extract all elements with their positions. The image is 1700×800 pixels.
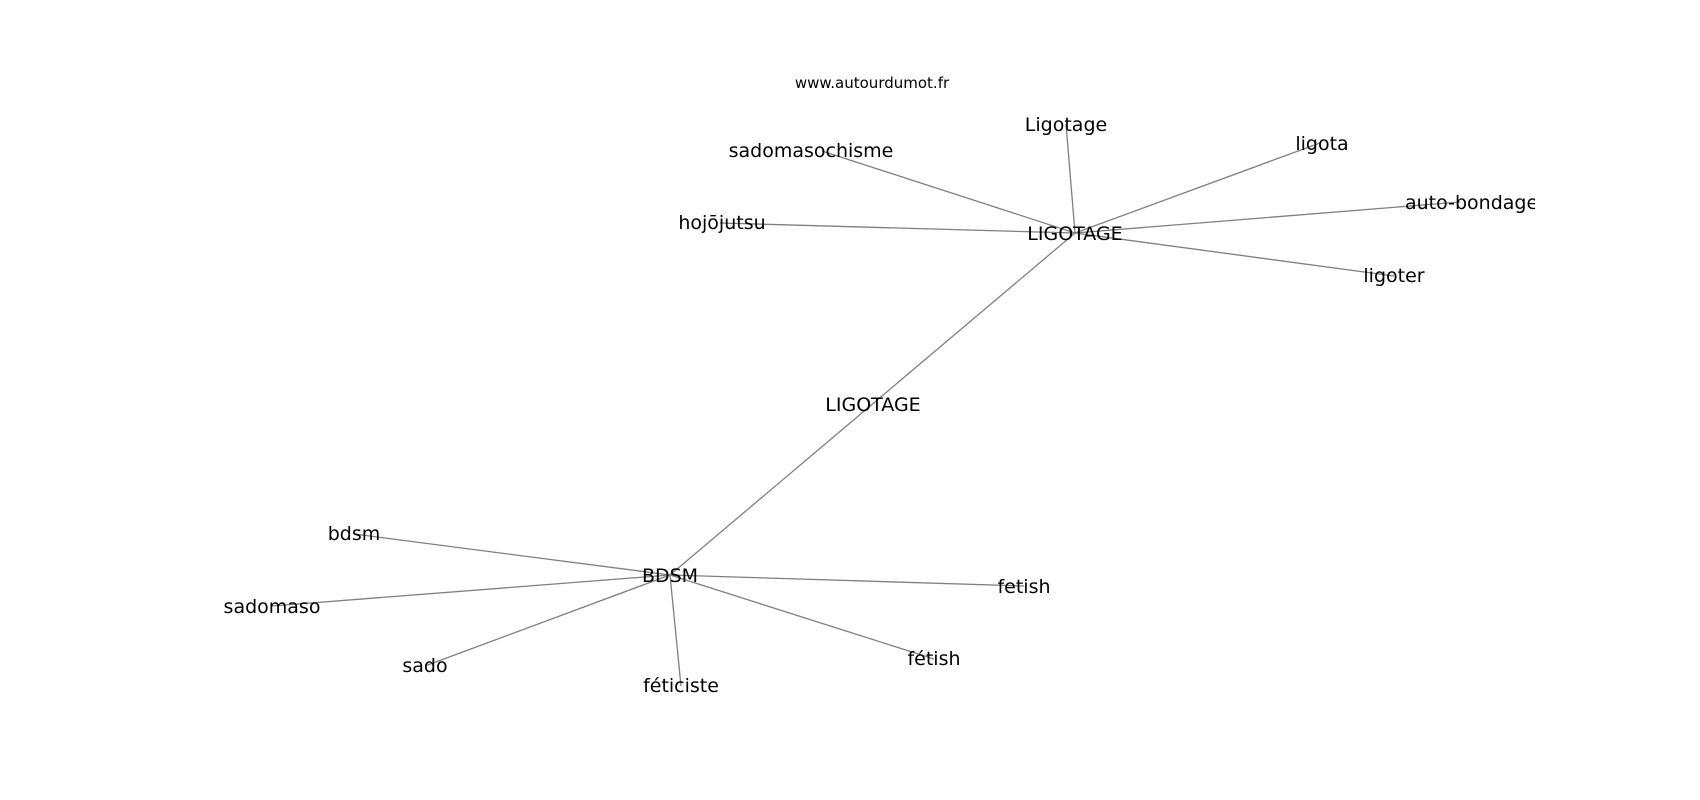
edge-bdsm-fetish-accent bbox=[669, 574, 935, 660]
edge-ligotage-sadomasochisme bbox=[821, 150, 1076, 234]
edge-bdsm-fetish bbox=[669, 574, 1025, 587]
edge-ligotage-ligotage-leaf bbox=[1065, 123, 1076, 234]
leaf-label: féticiste bbox=[643, 675, 719, 697]
leaf-label: auto-bondage bbox=[1405, 192, 1538, 214]
edge-ligotage-ligota bbox=[1074, 142, 1321, 234]
edge-hub-to-hub bbox=[669, 232, 1076, 576]
leaf-label: bdsm bbox=[328, 523, 381, 545]
edge-bdsm-sado bbox=[424, 574, 671, 667]
leaf-label: fétish bbox=[907, 648, 960, 670]
edge-ligotage-ligoter bbox=[1074, 232, 1395, 277]
leaf-label: ligota bbox=[1295, 133, 1348, 155]
hub-label-bdsm: BDSM bbox=[642, 565, 698, 587]
leaf-label: Ligotage bbox=[1025, 114, 1107, 136]
hub-label-ligotage: LIGOTAGE bbox=[1027, 223, 1122, 245]
edge-bdsm-sadomaso bbox=[271, 574, 671, 607]
edge-ligotage-hojojutsu bbox=[719, 222, 1076, 234]
leaf-label: sado bbox=[402, 655, 447, 677]
watermark-url: www.autourdumot.fr bbox=[795, 74, 950, 92]
edge-bdsm-feticiste bbox=[669, 574, 682, 687]
edge-bdsm-bdsm-leaf bbox=[353, 533, 671, 576]
leaf-label: hojōjutsu bbox=[678, 212, 765, 234]
leaf-label: fetish bbox=[997, 576, 1050, 598]
graph-edges bbox=[271, 123, 1461, 687]
leaf-label: ligoter bbox=[1363, 265, 1424, 287]
leaf-label: sadomaso bbox=[224, 596, 321, 618]
center-label: LIGOTAGE bbox=[825, 394, 920, 416]
leaf-label: sadomasochisme bbox=[729, 140, 894, 162]
edge-ligotage-auto-bondage bbox=[1074, 201, 1461, 234]
graph-labels: LIGOTAGE LIGOTAGE Ligotage sadomasochism… bbox=[224, 114, 1538, 697]
